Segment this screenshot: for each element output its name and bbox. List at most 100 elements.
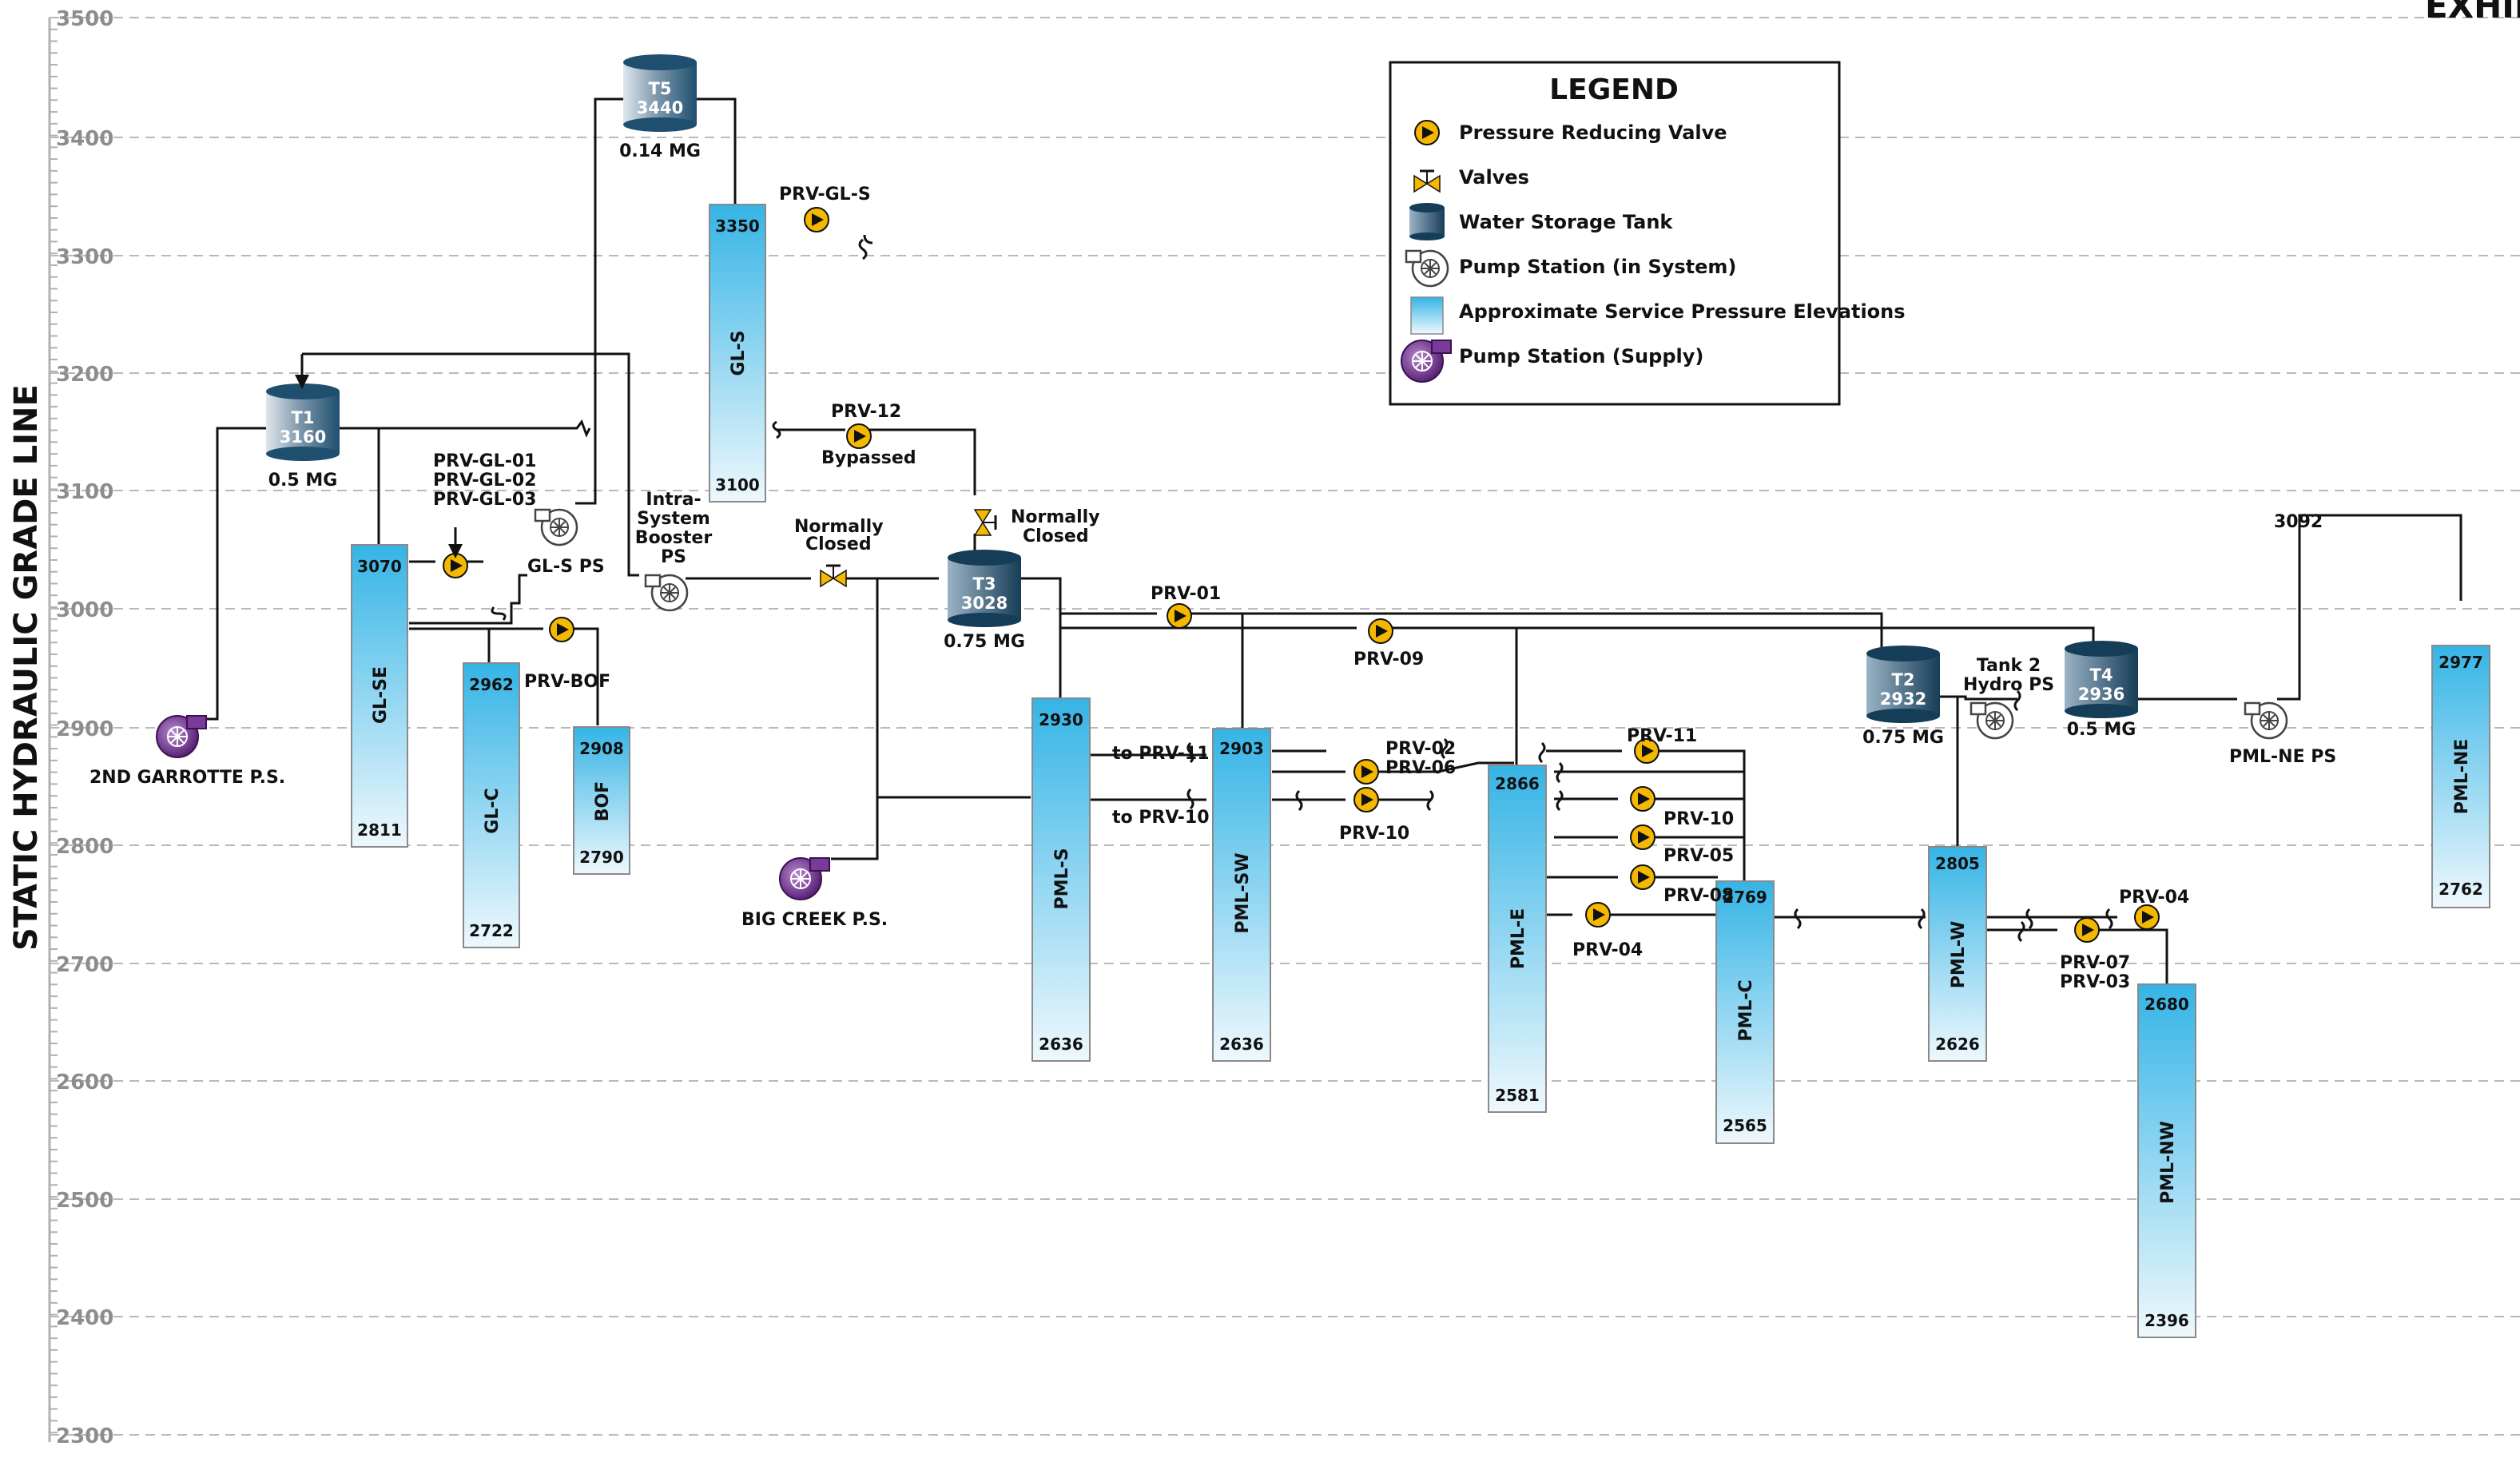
zone-bottom-elevation: 2581	[1495, 1086, 1540, 1105]
legend-label: Approximate Service Pressure Elevations	[1459, 300, 1906, 323]
label-tank-2: Tank 2	[1977, 656, 2041, 676]
zone-top-elevation: 2903	[1219, 739, 1264, 758]
tick-label: 3500	[56, 7, 113, 31]
zone-pml-c: 2769 PML-C 2565	[1715, 880, 1775, 1144]
tick-label: 2500	[56, 1189, 113, 1213]
zone-swatch-icon	[1410, 296, 1444, 335]
label-2nd-garrotte: 2ND GARROTTE P.S.	[89, 768, 285, 788]
tank-capacity: 0.75 MG	[1862, 728, 1944, 748]
prv-08-icon	[1630, 864, 1655, 890]
tank-name: T2	[1892, 670, 1915, 689]
label-prv-gl-02: PRV-GL-02	[433, 471, 536, 491]
zone-top-elevation: 3350	[715, 217, 760, 236]
zone-bottom-elevation: 2790	[579, 848, 624, 867]
legend-label: Water Storage Tank	[1459, 211, 1673, 233]
prv-bof-icon	[549, 617, 574, 642]
zone-top-elevation: 3070	[357, 557, 402, 576]
legend-item-prv: Pressure Reducing Valve	[1414, 120, 1727, 145]
tank-elevation: 3160	[280, 427, 326, 447]
tick-label: 3300	[56, 245, 113, 269]
legend: LEGEND Pressure Reducing Valve Valves Wa…	[1389, 61, 1906, 406]
zone-pml-nw: 2680 PML-NW 2396	[2137, 983, 2196, 1338]
tank-capacity: 0.5 MG	[2067, 720, 2136, 740]
prv-01-icon	[1167, 603, 1192, 629]
zone-name: PML-S	[1052, 848, 1072, 909]
prv-04-icon	[1585, 902, 1611, 928]
big-creek-supply-pump-icon	[779, 857, 830, 900]
tick-label: 2700	[56, 953, 113, 977]
gridline-2900: 2900	[50, 717, 2520, 741]
legend-label: Pump Station (in System)	[1459, 256, 1736, 278]
zone-top-elevation: 2866	[1495, 774, 1540, 793]
label-normally: Normally	[794, 517, 884, 537]
zone-bof: 2908 BOF 2790	[573, 726, 630, 875]
tank-name: T3	[973, 574, 996, 594]
zone-name: PML-SW	[1233, 852, 1253, 933]
label-prv-06: PRV-06	[1385, 758, 1456, 778]
label-bypassed: Bypassed	[821, 448, 916, 468]
tick-label: 2600	[56, 1071, 113, 1094]
legend-item-tank: Water Storage Tank	[1409, 203, 1673, 240]
tick-label: 2900	[56, 717, 113, 741]
gl-s-ps-pump-icon	[534, 508, 578, 546]
zone-gl-se: 3070 GL-SE 2811	[351, 544, 408, 848]
zone-name: BOF	[593, 781, 613, 822]
legend-title: LEGEND	[1549, 73, 1679, 106]
legend-label: Valves	[1459, 166, 1529, 189]
zone-pml-w: 2805 PML-W 2626	[1928, 846, 1987, 1062]
gridline-2500: 2500	[50, 1189, 2520, 1213]
zone-pml-s: 2930 PML-S 2636	[1031, 697, 1091, 1062]
label-prv-04-nw: PRV-04	[2119, 888, 2189, 908]
legend-item-supply-pump: Pump Station (Supply)	[1401, 340, 1703, 383]
tank-icon	[1409, 203, 1445, 213]
legend-label: Pressure Reducing Valve	[1459, 121, 1727, 144]
tank-elevation: 2936	[2078, 685, 2125, 704]
tank-t1: T1 3160 0.5 MG	[266, 383, 340, 491]
legend-item-zone: Approximate Service Pressure Elevations	[1410, 296, 1906, 335]
zone-pml-e: 2866 PML-E 2581	[1488, 765, 1547, 1113]
intra-system-booster-pump-icon	[644, 574, 689, 612]
label-pml-ne-ps: PML-NE PS	[2229, 747, 2336, 767]
tick-label: 3000	[56, 598, 113, 622]
zone-name: PML-NW	[2158, 1121, 2178, 1204]
gridline-3500: 3500	[50, 7, 2520, 31]
label-prv-08: PRV-08	[1663, 886, 1734, 906]
zone-bottom-elevation: 2626	[1935, 1035, 1980, 1054]
label-prv-10: PRV-10	[1339, 824, 1409, 844]
zone-bottom-elevation: 2396	[2144, 1311, 2189, 1330]
tick-label: 3400	[56, 127, 113, 151]
tick-label: 3100	[56, 480, 113, 504]
label-prv-gl-01: PRV-GL-01	[433, 451, 536, 471]
exhibit-title: EXHIBIT 8	[2425, 0, 2520, 26]
tick-label: 2300	[56, 1424, 113, 1448]
tank-t2: T2 2932 0.75 MG	[1862, 646, 1944, 748]
label-prv-11: PRV-11	[1627, 726, 1697, 746]
gridline-2300: 2300	[50, 1424, 2520, 1448]
prv-02-icon	[1353, 759, 1379, 785]
zone-name: PML-E	[1508, 908, 1528, 969]
tick-label: 2800	[56, 835, 113, 859]
label-prv-05: PRV-05	[1663, 846, 1734, 866]
gridline-2800: 2800	[50, 835, 2520, 859]
label-gl-s-ps: GL-S PS	[527, 557, 605, 577]
tank-elevation: 3028	[961, 594, 1008, 613]
zone-top-elevation: 2977	[2439, 653, 2483, 672]
zone-name: PML-NE	[2452, 739, 2472, 815]
tank2-hydro-pump-icon	[1969, 701, 2014, 740]
prv-icon	[1414, 120, 1440, 145]
second-garrotte-supply-pump-icon	[156, 715, 207, 758]
y-axis-label: STATIC HYDRAULIC GRADE LINE	[8, 384, 45, 951]
tick-label: 2400	[56, 1306, 113, 1330]
label-prv-01: PRV-01	[1151, 584, 1221, 604]
label-intra: Intra-	[646, 490, 701, 510]
prv-12-icon	[846, 423, 872, 449]
zone-name: PML-C	[1736, 979, 1756, 1041]
zone-top-elevation: 2805	[1935, 854, 1980, 873]
tank-t3: T3 3028 0.75 MG	[944, 550, 1025, 652]
diagram-labels: PRV-GL-S PRV-12 Bypassed Normally Closed…	[89, 185, 2336, 992]
label-closed: Closed	[1023, 526, 1089, 546]
label-prv-09: PRV-09	[1353, 650, 1424, 669]
zone-name: GL-C	[483, 788, 503, 833]
gridline-2700: 2700	[50, 953, 2520, 977]
tank-name: T1	[292, 408, 315, 427]
